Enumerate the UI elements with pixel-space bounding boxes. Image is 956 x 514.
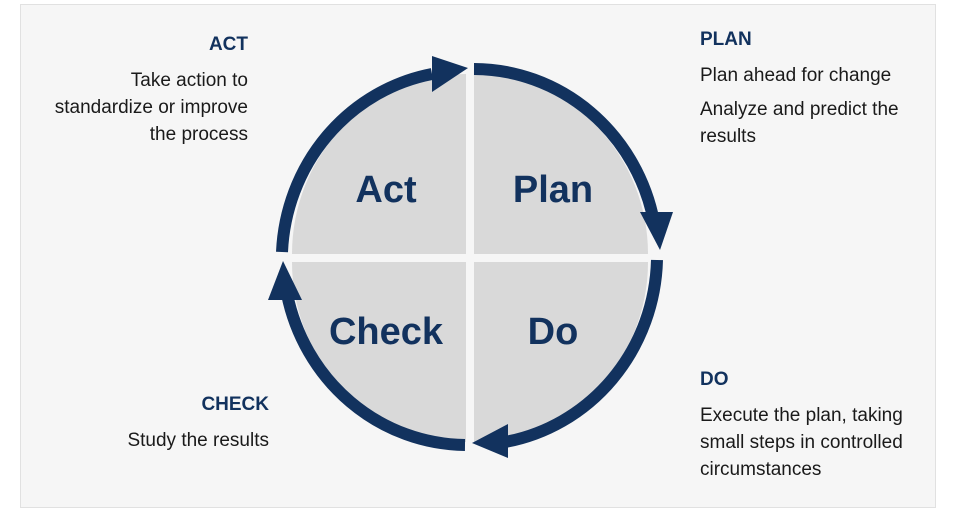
do-text-line: small steps in controlled (700, 432, 903, 453)
arrowhead-plan (640, 212, 673, 250)
do-heading: DO (700, 369, 729, 390)
plan-text-item: Analyze and predict the (700, 99, 899, 120)
plan-text-item: Plan ahead for change (700, 65, 892, 86)
arrow-arc-act (276, 68, 434, 253)
plan-text-item: results (700, 126, 756, 147)
act-text-line: the process (149, 124, 248, 145)
quadrant-plan (474, 74, 648, 254)
act-heading: ACT (208, 34, 248, 55)
arrow-arc-check (281, 292, 466, 451)
quadrant-label-act: Act (355, 169, 417, 211)
act-text-line: standardize or improve (54, 97, 248, 118)
act-text-line: Take action to (130, 70, 248, 91)
arrowhead-check (268, 261, 302, 300)
quadrant-label-do: Do (528, 311, 579, 353)
quadrant-label-plan: Plan (513, 169, 593, 211)
arrowhead-do (472, 424, 508, 458)
check-description: CHECK Study the results (29, 393, 269, 454)
quadrant-check (292, 262, 466, 442)
arrow-arc-plan (473, 63, 660, 224)
act-description: ACT Take action to standardize or improv… (8, 33, 248, 148)
quadrant-label-check: Check (329, 311, 444, 353)
do-description: DO Execute the plan, taking small steps … (700, 368, 940, 483)
check-heading: CHECK (201, 394, 269, 415)
check-text-line: Study the results (127, 430, 269, 451)
quadrant-do (474, 262, 648, 442)
arrowhead-act (432, 56, 468, 92)
do-text-line: Execute the plan, taking (700, 405, 903, 426)
do-text-line: circumstances (700, 459, 822, 480)
quadrant-act (292, 74, 466, 254)
plan-heading: PLAN (700, 29, 752, 50)
plan-description: PLAN Plan ahead for change Analyze and p… (700, 28, 940, 150)
arrow-arc-do (503, 259, 663, 448)
